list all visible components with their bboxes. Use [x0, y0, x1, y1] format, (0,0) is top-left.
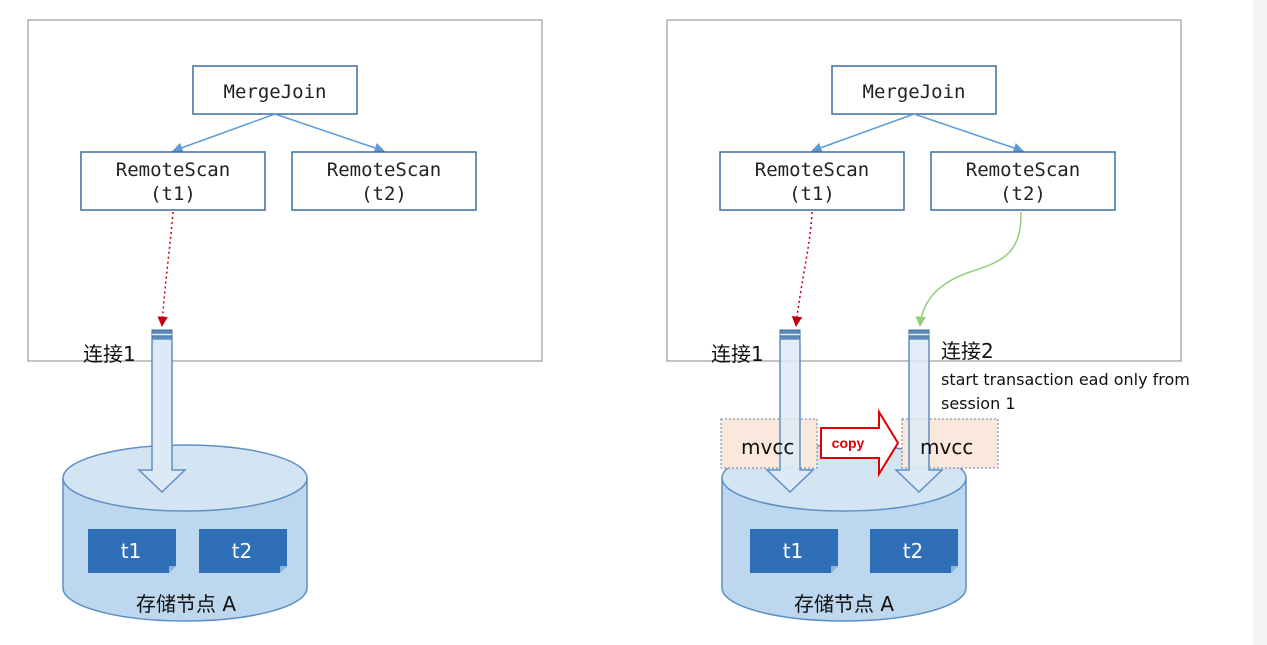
mvcc-label-1: mvcc [741, 435, 794, 459]
connection-1-label: 连接1 [83, 342, 136, 366]
connection-pipe-1 [137, 329, 187, 494]
remotescan-t1-line1: RemoteScan [116, 159, 230, 181]
transaction-note-line1: start transaction ead only from [941, 370, 1190, 389]
remotescan-t2-box-right [930, 151, 1116, 211]
left-panel: MergeJoin RemoteScan (t1) RemoteScan (t2… [27, 19, 543, 622]
edge-to-scan2 [274, 113, 385, 153]
right-edge-strip [1253, 0, 1267, 645]
table-t1-label: t1 [121, 539, 142, 563]
left-frame [27, 19, 543, 362]
remotescan-t2-line2: (t2) [361, 183, 407, 205]
table-t1-label-right: t1 [783, 539, 804, 563]
remotescan-t1-line2: (t1) [150, 183, 196, 205]
copy-arrow: copy [820, 408, 900, 478]
remotescan-t1-box [80, 151, 266, 211]
remotescan-t2-box [291, 151, 477, 211]
edge-to-scan1 [172, 113, 276, 153]
table-t1: t1 [88, 529, 176, 573]
connection-pipe-1-right [765, 329, 815, 494]
red-dotted-arrow-right [791, 211, 813, 328]
right-panel: MergeJoin RemoteScan (t1) RemoteScan (t2… [666, 19, 1190, 622]
table-t2-label: t2 [232, 539, 253, 563]
mvcc-box-1 [720, 418, 818, 469]
copy-label: copy [832, 435, 865, 451]
table-t2-label-right: t2 [903, 539, 924, 563]
green-curve-arrow [915, 211, 1022, 328]
table-t2-right: t2 [870, 529, 958, 573]
connection-1-label-right: 连接1 [711, 342, 764, 366]
remotescan-t2-line1: RemoteScan [327, 159, 441, 181]
edge-to-scan2-right [913, 113, 1024, 153]
table-t2: t2 [199, 529, 287, 573]
storage-cylinder [62, 444, 308, 622]
mergejoin-box-right [831, 65, 997, 115]
edge-to-scan1-right [811, 113, 915, 153]
mergejoin-box [192, 65, 358, 115]
storage-node-label-right: 存储节点 A [794, 592, 894, 616]
mergejoin-label: MergeJoin [224, 81, 327, 103]
remotescan-t1-box-right [719, 151, 905, 211]
remotescan-t1-line1-right: RemoteScan [755, 159, 869, 181]
remotescan-t2-line1-right: RemoteScan [966, 159, 1080, 181]
mergejoin-label-right: MergeJoin [863, 81, 966, 103]
connection-pipe-2-right [894, 329, 944, 494]
mvcc-label-2: mvcc [920, 435, 973, 459]
remotescan-t2-line2-right: (t2) [1000, 183, 1046, 205]
storage-node-label: 存储节点 A [136, 592, 236, 616]
red-dotted-arrow [157, 211, 174, 328]
table-t1-right: t1 [750, 529, 838, 573]
remotescan-t1-line2-right: (t1) [789, 183, 835, 205]
connection-2-label: 连接2 [941, 339, 994, 363]
transaction-note-line2: session 1 [941, 394, 1016, 413]
